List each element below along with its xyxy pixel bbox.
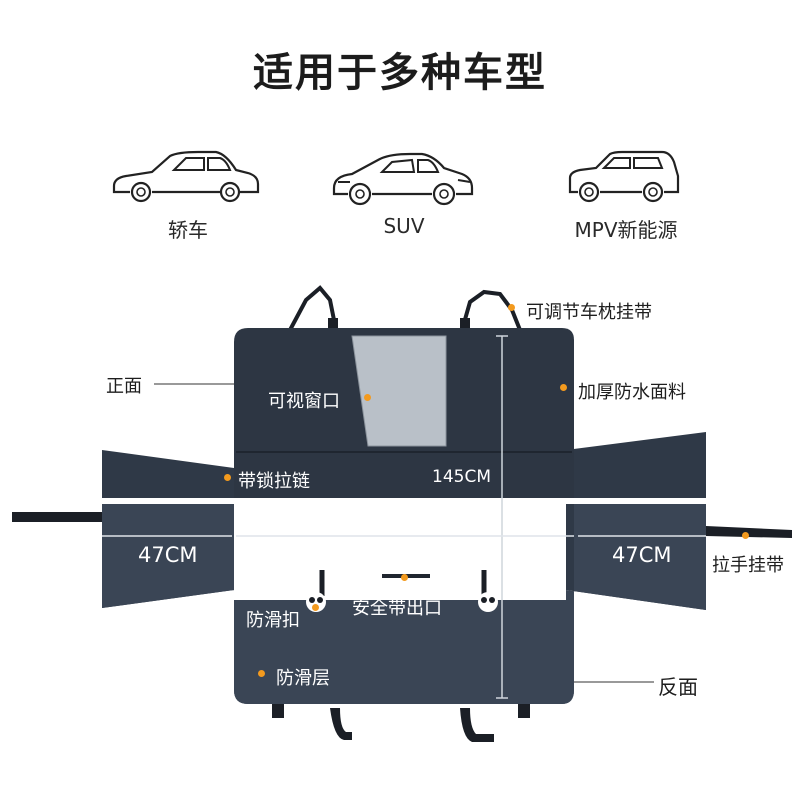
bottom-clips <box>272 704 530 742</box>
label-front-side: 正面 <box>106 376 142 397</box>
label-center-width: 128CM <box>270 545 329 565</box>
label-anti-slip-layer: 防滑层 <box>276 668 330 689</box>
marker-headrest-strap <box>508 304 515 311</box>
page-title: 适用于多种车型 <box>253 50 547 96</box>
marker-zipper <box>224 474 231 481</box>
label-waterproof-fabric: 加厚防水面料 <box>578 382 686 403</box>
headrest-strap-left <box>288 285 338 331</box>
handle-strap-right <box>706 526 792 538</box>
label-headrest-strap: 可调节车枕挂带 <box>526 302 652 323</box>
label-viewing-window: 可视窗口 <box>268 391 340 412</box>
marker-viewing-window <box>364 394 371 401</box>
strap-buckle-right <box>460 318 470 332</box>
marker-anti-slip-layer <box>258 670 265 677</box>
label-side-width-left: 47CM <box>138 543 198 567</box>
marker-anti-slip-buckle <box>312 604 319 611</box>
label-back-side: 反面 <box>658 675 698 699</box>
label-height: 145CM <box>432 467 491 487</box>
headrest-strap-right <box>460 289 522 331</box>
car-label-mpv: MPV新能源 <box>574 218 678 242</box>
label-seatbelt-outlet: 安全带出口 <box>352 598 442 619</box>
suv-icon <box>332 152 474 206</box>
handle-strap-left <box>12 512 102 522</box>
label-handle-strap: 拉手挂带 <box>712 555 784 576</box>
car-label-suv: SUV <box>383 214 425 238</box>
viewing-window-mesh <box>352 336 446 446</box>
label-side-width-right: 47CM <box>612 543 672 567</box>
label-anti-slip-buckle: 防滑扣 <box>246 610 300 631</box>
marker-seatbelt-outlet <box>401 574 408 581</box>
mpv-icon <box>568 150 680 203</box>
strap-buckle-left <box>328 318 338 332</box>
car-label-sedan: 轿车 <box>168 218 208 242</box>
label-zipper: 带锁拉链 <box>238 471 310 492</box>
marker-handle-strap <box>742 532 749 539</box>
sedan-icon <box>112 150 260 203</box>
anti-slip-buckle-right <box>478 570 498 612</box>
anti-slip-buckle-left <box>306 570 326 612</box>
marker-waterproof-fabric <box>560 384 567 391</box>
